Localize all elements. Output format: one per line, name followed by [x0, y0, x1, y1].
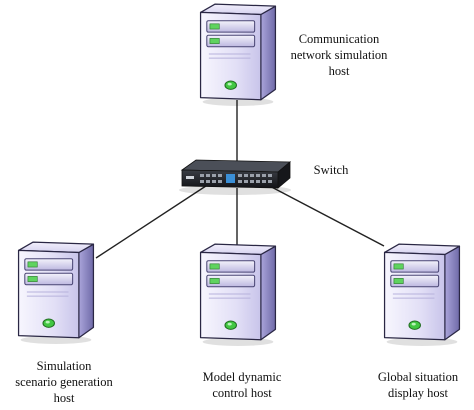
switch-label-text: Switch: [313, 163, 349, 177]
comm-host-server-icon: [199, 3, 277, 106]
comm-host-label: Communication network simulation host: [276, 31, 402, 79]
comm-host-label-line-2: network simulation: [290, 48, 388, 62]
switch-icon: [179, 159, 292, 195]
comm-host-label-line-3: host: [328, 64, 350, 78]
sim-host-label-line-3: host: [53, 391, 75, 405]
global-host-label-line-1: Global situation: [377, 370, 459, 384]
link-switch-global-host: [261, 181, 385, 247]
connection-lines: [95, 100, 385, 259]
comm-host-label-line-1: Communication: [298, 32, 380, 46]
switch-label: Switch: [306, 162, 356, 178]
model-host-label: Model dynamic control host: [186, 369, 298, 401]
global-host-label-line-2: display host: [387, 386, 449, 400]
model-host-label-line-1: Model dynamic: [202, 370, 282, 384]
sim-host-label-line-1: Simulation: [36, 359, 92, 373]
model-host-label-line-2: control host: [212, 386, 272, 400]
global-host-server-icon: [383, 243, 461, 346]
global-host-label: Global situation display host: [362, 369, 474, 401]
link-switch-sim-host: [95, 181, 213, 259]
model-host-server-icon: [199, 243, 277, 346]
sim-host-label-line-2: scenario generation: [15, 375, 113, 389]
sim-host-server-icon: [17, 241, 95, 344]
sim-host-label: Simulation scenario generation host: [2, 358, 126, 406]
